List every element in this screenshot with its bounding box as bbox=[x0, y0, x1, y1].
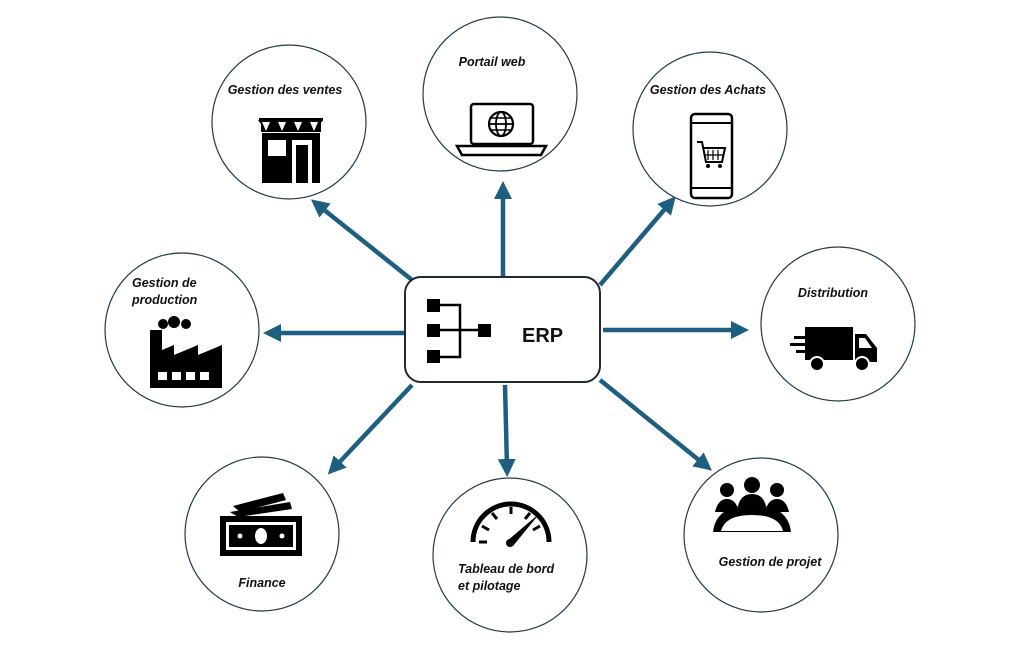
banknotes-icon bbox=[220, 493, 302, 556]
arrow-to-projet bbox=[598, 378, 712, 471]
node-portail-web: Portail web bbox=[422, 16, 578, 172]
node-label: Gestion des Achats bbox=[650, 83, 766, 97]
team-meeting-icon bbox=[713, 477, 791, 532]
arrow-to-ventes bbox=[310, 199, 414, 282]
node-distribution: Distribution bbox=[760, 246, 916, 402]
node-label: Gestion de projet bbox=[719, 555, 823, 569]
node-label: Gestion de bbox=[132, 276, 197, 290]
arrow-to-achats bbox=[598, 196, 676, 287]
node-tableau-de-bord: Tableau de bord et pilotage bbox=[432, 477, 588, 633]
node-gestion-ventes: Gestion des ventes bbox=[211, 44, 367, 200]
hierarchy-icon bbox=[427, 299, 491, 363]
gauge-icon bbox=[470, 501, 552, 547]
arrow-to-finance bbox=[327, 383, 414, 475]
connector-arrows bbox=[263, 181, 749, 477]
erp-label: ERP bbox=[522, 325, 563, 347]
node-gestion-production: Gestion de production bbox=[104, 252, 260, 408]
factory-icon bbox=[150, 316, 222, 388]
node-label: Portail web bbox=[459, 55, 526, 69]
laptop-globe-icon bbox=[454, 102, 549, 157]
node-label: Gestion des ventes bbox=[228, 83, 343, 97]
node-label: Tableau de bord bbox=[458, 562, 554, 576]
node-label: Distribution bbox=[798, 286, 868, 300]
node-label: et pilotage bbox=[458, 579, 521, 593]
erp-center-node: ERP bbox=[404, 276, 601, 383]
node-finance: Finance bbox=[184, 456, 340, 612]
delivery-truck-icon bbox=[790, 327, 877, 372]
node-gestion-projet: Gestion de projet bbox=[683, 457, 839, 613]
node-gestion-achats: Gestion des Achats bbox=[632, 51, 788, 207]
phone-cart-icon bbox=[689, 112, 734, 200]
node-label: production bbox=[131, 293, 198, 307]
arrow-to-tableau bbox=[497, 384, 516, 477]
node-label: Finance bbox=[238, 576, 285, 590]
storefront-icon bbox=[258, 118, 323, 183]
